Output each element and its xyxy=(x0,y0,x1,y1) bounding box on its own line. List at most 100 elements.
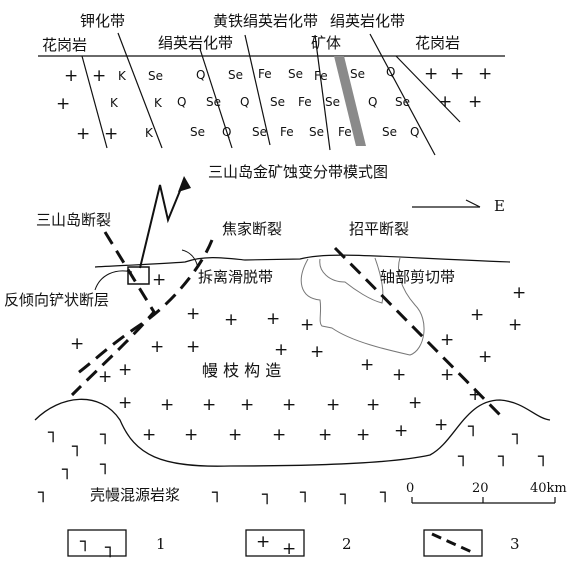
scale-bar: 0 20 40km xyxy=(406,481,567,504)
granite-mark: + xyxy=(310,342,324,362)
zone-boundary-1 xyxy=(81,55,108,149)
leader-listric xyxy=(94,270,133,291)
label-sanshandao-fault: 三山岛断裂 xyxy=(36,211,111,229)
symbol-q: Q xyxy=(196,68,205,82)
granite-mark: + xyxy=(56,94,70,114)
symbol-fe: Fe xyxy=(298,95,312,109)
zonation-model: 花岗岩 钾化带 绢英岩化带 黄铁绢英岩化带 绢英岩化带 矿体 花岗岩 + + K… xyxy=(38,12,505,181)
granite-mark: + xyxy=(440,365,454,385)
leader-detachment xyxy=(181,249,199,269)
granite-mark: + xyxy=(300,315,314,335)
label-pyrite-sericite-zone: 黄铁绢英岩化带 xyxy=(213,12,318,30)
legend-box-fault xyxy=(423,529,483,557)
symbol-fe: Fe xyxy=(338,125,352,139)
legend: ┐ ┐ 1 + + 2 3 xyxy=(67,529,520,559)
granite-mark: + xyxy=(240,395,254,415)
label-sericite-zone-right: 绢英岩化带 xyxy=(330,12,405,30)
direction-label: E xyxy=(494,197,505,215)
granite-mark: + xyxy=(360,355,374,375)
granite-mark: + xyxy=(424,64,438,84)
legend-number-2: 2 xyxy=(342,535,352,553)
granite-mark: + xyxy=(224,310,238,330)
symbol-se: Se xyxy=(309,125,324,139)
label-zhaoping-fault: 招平断裂 xyxy=(349,220,409,238)
magma-mark: ┐ xyxy=(211,483,222,503)
legend-magma-mark: ┐ xyxy=(79,532,90,552)
magma-mark: ┐ xyxy=(261,485,272,505)
ground-surface xyxy=(94,254,511,268)
magma-mark: ┐ xyxy=(511,425,522,445)
symbol-se: Se xyxy=(206,95,221,109)
symbol-k: K xyxy=(110,96,119,110)
label-listric-fault: 反倾向铲状断层 xyxy=(4,291,109,309)
granite-mark: + xyxy=(118,360,132,380)
magma-mark: ┐ xyxy=(99,425,110,445)
granite-mark: + xyxy=(202,395,216,415)
granite-mark: + xyxy=(186,304,200,324)
magma-mark: ┐ xyxy=(99,455,110,475)
legend-number-1: 1 xyxy=(156,535,166,553)
granite-mark: + xyxy=(440,330,454,350)
magma-mark: ┐ xyxy=(47,423,58,443)
magma-mark: ┐ xyxy=(71,437,82,457)
granite-mark: + xyxy=(366,395,380,415)
symbol-k: K xyxy=(118,69,127,83)
granite-mark: + xyxy=(450,64,464,84)
granite-mark: + xyxy=(184,425,198,445)
symbol-se: Se xyxy=(270,95,285,109)
symbol-se: Se xyxy=(350,67,365,81)
symbol-se: Se xyxy=(395,95,410,109)
legend-number-3: 3 xyxy=(510,535,520,553)
direction-arrow: E xyxy=(412,197,505,215)
granite-mark: + xyxy=(152,270,166,290)
legend-granite-mark: + xyxy=(282,539,296,559)
label-granite-left: 花岗岩 xyxy=(42,36,87,54)
granite-mark: + xyxy=(104,124,118,144)
granite-mark: + xyxy=(468,92,482,112)
label-crust-mantle-magma: 壳幔混源岩浆 xyxy=(90,486,180,504)
orebody-band xyxy=(334,56,366,146)
zone-boundary-7 xyxy=(395,55,461,123)
scale-tick-20: 20 xyxy=(472,481,489,496)
granite-mark: + xyxy=(228,425,242,445)
magma-mark: ┐ xyxy=(299,483,310,503)
label-potassic-zone: 钾化带 xyxy=(80,12,125,30)
granite-mark: + xyxy=(266,309,280,329)
sanshandao-fault xyxy=(70,231,156,397)
granite-mark: + xyxy=(318,425,332,445)
symbol-se: Se xyxy=(190,125,205,139)
symbol-se: Se xyxy=(148,69,163,83)
magma-mark: ┐ xyxy=(467,417,478,437)
granite-mark: + xyxy=(512,283,526,303)
cross-section: E 三山岛断裂 焦家断裂 招平断裂 反倾向铲状断层 拆离滑脱带 轴部剪切带 幔 … xyxy=(4,197,551,505)
symbol-se: Se xyxy=(288,67,303,81)
granite-field: +++++++++++++++++++++++++++++++++++++ xyxy=(70,270,526,445)
jiaojia-fault xyxy=(77,239,214,375)
zone-boundary-3 xyxy=(199,48,233,149)
granite-mark: + xyxy=(434,415,448,435)
symbol-se: Se xyxy=(228,68,243,82)
granite-mark: + xyxy=(70,334,84,354)
symbol-fe: Fe xyxy=(258,67,272,81)
zone-boundary-5 xyxy=(314,34,331,151)
symbol-se: Se xyxy=(325,95,340,109)
symbol-q: Q xyxy=(386,65,395,79)
granite-mark: + xyxy=(160,395,174,415)
symbol-se: Se xyxy=(382,125,397,139)
magma-mark: ┐ xyxy=(457,447,468,467)
legend-box-magma xyxy=(67,529,127,557)
granite-mark: + xyxy=(356,425,370,445)
symbol-se: Se xyxy=(252,125,267,139)
legend-magma-mark: ┐ xyxy=(104,538,115,558)
label-axial-shear-zone: 轴部剪切带 xyxy=(380,268,455,286)
symbol-q: Q xyxy=(410,125,419,139)
granite-mark: + xyxy=(478,64,492,84)
magma-mark: ┐ xyxy=(339,485,350,505)
zonation-model-title: 三山岛金矿蚀变分带模式图 xyxy=(208,163,388,181)
granite-mark: + xyxy=(392,365,406,385)
symbol-q: Q xyxy=(240,95,249,109)
symbol-k: K xyxy=(154,96,163,110)
granite-mark: + xyxy=(394,421,408,441)
axial-shear-zone xyxy=(300,257,425,356)
